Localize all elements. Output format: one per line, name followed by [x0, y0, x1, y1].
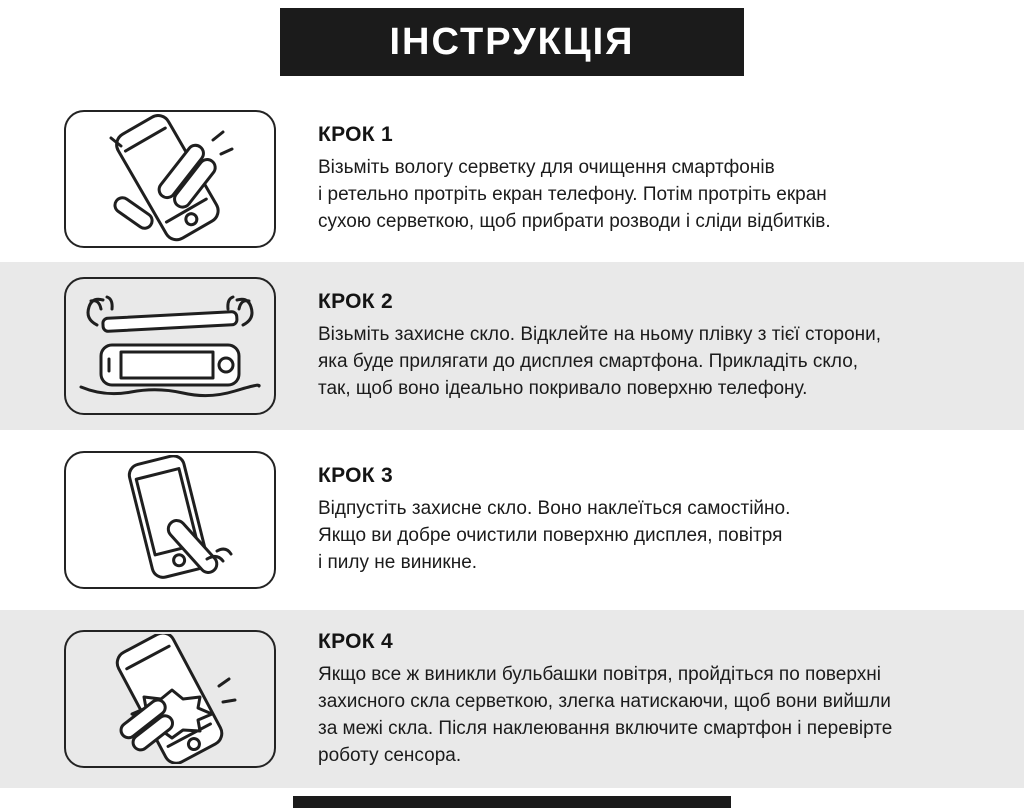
- step4-heading: КРОК 4: [318, 629, 394, 653]
- footer-bar: [293, 796, 731, 808]
- step2-text: КРОК 2 Візьміть захисне скло. Відклейте …: [318, 290, 1018, 402]
- smooth-out-bubbles-cloth-icon: [115, 634, 237, 764]
- step1-text: КРОК 1 Візьміть вологу серветку для очищ…: [318, 123, 1018, 235]
- instruction-sheet: ІНСТРУКЦІЯ: [0, 8, 1024, 808]
- step3-line: Якщо ви добре очистили поверхню дисплея,…: [318, 525, 783, 546]
- step4-line: Якщо все ж виникли бульбашки повітря, пр…: [318, 663, 881, 685]
- step2-illustration-box: [64, 277, 276, 415]
- step-row-2: КРОК 2 Візьміть захисне скло. Відклейте …: [0, 262, 1024, 430]
- step4-text: КРОК 4 Якщо все ж виникли бульбашки пові…: [318, 630, 1018, 769]
- step4-line: за межі скла. Після наклеювання включите…: [318, 717, 893, 739]
- step2-line: Візьміть захисне скло. Відклейте на ньом…: [318, 324, 882, 345]
- wipe-phone-with-cloth-icon: [109, 113, 234, 241]
- step1-illustration-box: [64, 109, 276, 248]
- step2-line: яка буде прилягати до дисплея смартфона.…: [318, 351, 859, 372]
- step4-illustration-box: [64, 630, 276, 768]
- step3-illustration-box: [64, 451, 276, 589]
- apply-protective-glass-icon: [79, 295, 261, 398]
- step-row-1: КРОК 1 Візьміть вологу серветку для очищ…: [0, 95, 1024, 262]
- step1-line: і ретельно протріть екран телефону. Поті…: [318, 183, 827, 205]
- steps-container: КРОК 1 Візьміть вологу серветку для очищ…: [0, 95, 1024, 788]
- step3-line: і пилу не виникне.: [318, 552, 478, 573]
- step3-heading: КРОК 3: [318, 464, 394, 487]
- step-row-3: КРОК 3 Відпустіть захисне скло. Воно нак…: [0, 430, 1024, 610]
- step4-line: роботу сенсора.: [318, 744, 462, 766]
- page-title: ІНСТРУКЦІЯ: [389, 20, 635, 63]
- step3-text: КРОК 3 Відпустіть захисне скло. Воно нак…: [318, 464, 1018, 576]
- step2-heading: КРОК 2: [318, 290, 394, 313]
- step-row-4: КРОК 4 Якщо все ж виникли бульбашки пові…: [0, 610, 1024, 788]
- step1-line: сухою серветкою, щоб прибрати розводи і …: [318, 210, 831, 232]
- step2-line: так, щоб воно ідеально покривало поверхн…: [318, 378, 808, 399]
- finger-press-glass-icon: [127, 455, 233, 579]
- step4-line: захисного скла серветкою, злегка натиска…: [318, 690, 891, 712]
- header-bar: ІНСТРУКЦІЯ: [280, 8, 744, 76]
- step3-line: Відпустіть захисне скло. Воно наклеїться…: [318, 498, 791, 519]
- step1-line: Візьміть вологу серветку для очищення см…: [318, 156, 775, 178]
- step1-heading: КРОК 1: [318, 122, 394, 146]
